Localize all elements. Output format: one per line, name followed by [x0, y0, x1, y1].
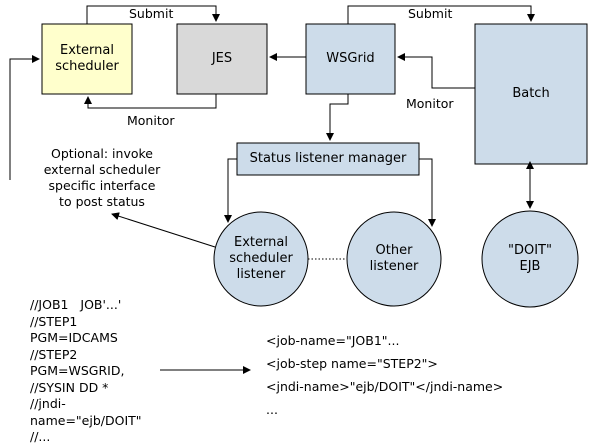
external-scheduler-label: External scheduler	[55, 43, 119, 74]
doit-ejb-circle	[481, 210, 579, 308]
submit-right-label: Submit	[408, 6, 453, 21]
xml-line: <jndi-name>"ejb/DOIT"</jndi-name>	[266, 379, 504, 394]
xml-line: ...	[266, 402, 278, 417]
listener-to-note-arrow	[111, 212, 216, 248]
wsgrid-box	[305, 23, 396, 95]
xml-code: <job-name="JOB1"... <job-step name="STEP…	[266, 329, 503, 421]
manager-to-other-listener-arrow	[419, 158, 436, 227]
monitor-right-label: Monitor	[406, 96, 454, 111]
manager-to-ext-listener-arrow	[224, 158, 237, 223]
batch-label: Batch	[512, 86, 550, 101]
note-to-scheduler-arrow	[9, 55, 40, 180]
optional-note: Optional: invoke external scheduler spec…	[43, 146, 161, 209]
jcl-line: //JOB1 JOB'...'	[30, 297, 122, 312]
jes-label: JES	[211, 51, 233, 66]
external-scheduler-listener-label: External scheduler listener	[229, 235, 293, 282]
jcl-line: PGM=IDCAMS	[30, 330, 118, 345]
jes-box	[176, 23, 268, 95]
xml-line: <job-name="JOB1"...	[266, 333, 400, 348]
jcl-line: //SYSIN DD *	[30, 379, 109, 395]
jcl-code: //JOB1 JOB'...' //STEP1 PGM=IDCAMS //STE…	[30, 297, 142, 446]
wsgrid-to-manager-arrow	[326, 94, 349, 141]
monitor-right-arrow	[397, 53, 475, 89]
submit-right-arrow	[347, 5, 535, 24]
jcl-line: PGM=WSGRID,	[30, 363, 125, 378]
submit-left-label: Submit	[129, 6, 174, 21]
jcl-line: //...	[30, 429, 51, 444]
jcl-line: name="ejb/DOIT"	[30, 412, 142, 428]
batch-box	[474, 23, 588, 165]
xml-line: <job-step name="STEP2">	[266, 356, 438, 371]
monitor-left-label: Monitor	[127, 113, 175, 128]
status-listener-manager-box	[236, 142, 420, 176]
jcl-line: //jndi-	[30, 396, 66, 411]
doit-ejb-label: "DOIT" EJB	[508, 243, 552, 274]
status-listener-manager-label: Status listener manager	[249, 151, 407, 166]
jcl-line: //STEP1	[30, 313, 78, 329]
submit-left-arrow	[86, 5, 220, 24]
wsgrid-label: WSGrid	[326, 51, 375, 66]
other-listener-label: Other listener	[369, 243, 419, 274]
monitor-left-arrow	[84, 94, 217, 109]
jcl-line: //STEP2	[30, 346, 78, 362]
external-scheduler-box	[41, 23, 133, 95]
